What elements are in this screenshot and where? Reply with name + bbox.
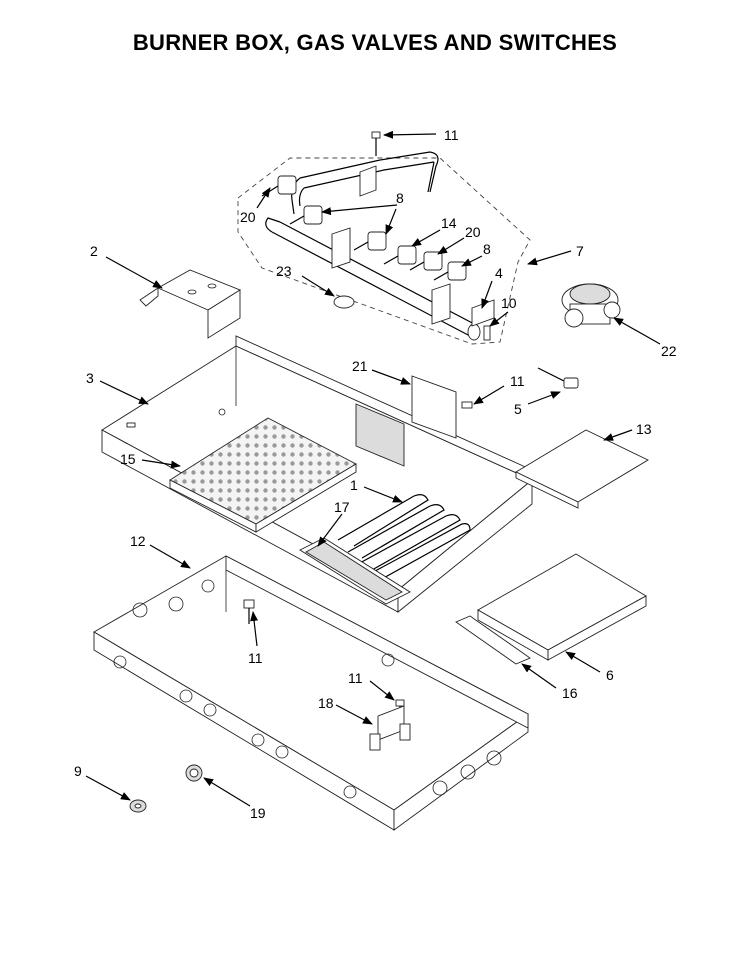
heat-shield	[515, 429, 649, 509]
callout-23: 23	[276, 263, 292, 279]
callout-20: 20	[240, 209, 256, 225]
callout-2: 2	[90, 243, 98, 259]
callout-11: 11	[348, 670, 363, 686]
callout-3: 3	[86, 370, 94, 386]
switch	[537, 367, 579, 389]
callout-7: 7	[576, 243, 584, 259]
lower-box	[93, 555, 529, 831]
grommet	[185, 764, 203, 782]
callout-11: 11	[510, 373, 525, 389]
callout-16: 16	[562, 685, 578, 701]
callout-10: 10	[501, 295, 517, 311]
bottom-cover	[477, 553, 647, 661]
callout-20: 20	[465, 224, 481, 240]
callout-8: 8	[396, 190, 404, 206]
bracket-cover	[139, 269, 241, 339]
trim-strip	[455, 615, 531, 665]
mounting-bracket	[369, 705, 411, 751]
callout-21: 21	[352, 358, 368, 374]
gas-manifold-assembly	[237, 151, 531, 345]
callout-22: 22	[661, 343, 677, 359]
callout-1: 1	[350, 477, 358, 493]
screw-bracket	[461, 401, 473, 409]
callout-15: 15	[120, 451, 136, 467]
callout-18: 18	[318, 695, 334, 711]
callout-11: 11	[248, 650, 263, 666]
page-title: BURNER BOX, GAS VALVES AND SWITCHES	[132, 30, 618, 55]
nut	[129, 799, 147, 813]
callout-12: 12	[130, 533, 146, 549]
callout-labels: 11 8 20 14 20 8 7 2 23 4 10 22 21 11 3 5…	[74, 127, 677, 821]
callout-arrows	[85, 130, 661, 807]
callout-11: 11	[444, 127, 459, 143]
screw-top	[371, 131, 381, 156]
screw-lower	[243, 599, 255, 624]
callout-19: 19	[250, 805, 266, 821]
callout-13: 13	[636, 421, 652, 437]
callout-5: 5	[514, 401, 522, 417]
callout-9: 9	[74, 763, 82, 779]
pressure-regulator	[561, 283, 621, 328]
perforated-panel	[169, 417, 357, 533]
heating-element	[337, 494, 471, 581]
callout-4: 4	[495, 265, 503, 281]
callout-17: 17	[334, 499, 350, 515]
drip-tray	[299, 537, 411, 605]
callout-6: 6	[606, 667, 614, 683]
callout-14: 14	[441, 215, 457, 231]
callout-8: 8	[483, 241, 491, 257]
switch-bracket	[355, 375, 457, 467]
